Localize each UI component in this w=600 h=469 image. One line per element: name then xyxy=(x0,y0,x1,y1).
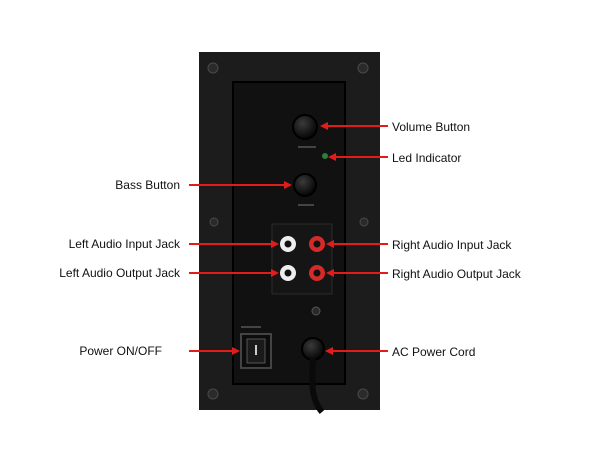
bass-knob-caption xyxy=(298,204,314,206)
ac-power-cord-cable xyxy=(309,357,325,414)
screw-icon xyxy=(357,62,369,74)
screw-icon xyxy=(207,62,219,74)
label-left-audio-input-jack: Left Audio Input Jack xyxy=(68,237,180,251)
screw-icon xyxy=(209,217,219,227)
cabinet-screws xyxy=(207,62,369,400)
left-audio-input-jack-graphic xyxy=(280,236,296,252)
small-screw-icon xyxy=(311,306,321,316)
led-indicator-light xyxy=(322,153,328,159)
bass-knob xyxy=(293,173,317,197)
volume-knob xyxy=(292,114,318,140)
screw-icon xyxy=(357,388,369,400)
label-led-indicator: Led Indicator xyxy=(392,151,462,165)
label-volume-button: Volume Button xyxy=(392,120,471,134)
ac-cord-grommet xyxy=(301,337,325,361)
label-ac-power-cord: AC Power Cord xyxy=(392,345,476,359)
label-power-on-off: Power ON/OFF xyxy=(79,344,162,358)
right-audio-input-jack-graphic xyxy=(309,236,325,252)
jack-panel xyxy=(271,223,333,295)
left-audio-output-jack-graphic xyxy=(280,265,296,281)
volume-knob-caption xyxy=(298,146,316,148)
label-left-audio-output-jack: Left Audio Output Jack xyxy=(59,266,180,280)
screw-icon xyxy=(207,388,219,400)
label-bass-button: Bass Button xyxy=(115,178,180,192)
label-right-audio-input-jack: Right Audio Input Jack xyxy=(392,238,512,252)
screw-icon xyxy=(359,217,369,227)
right-audio-output-jack-graphic xyxy=(309,265,325,281)
label-right-audio-output-jack: Right Audio Output Jack xyxy=(392,267,521,281)
